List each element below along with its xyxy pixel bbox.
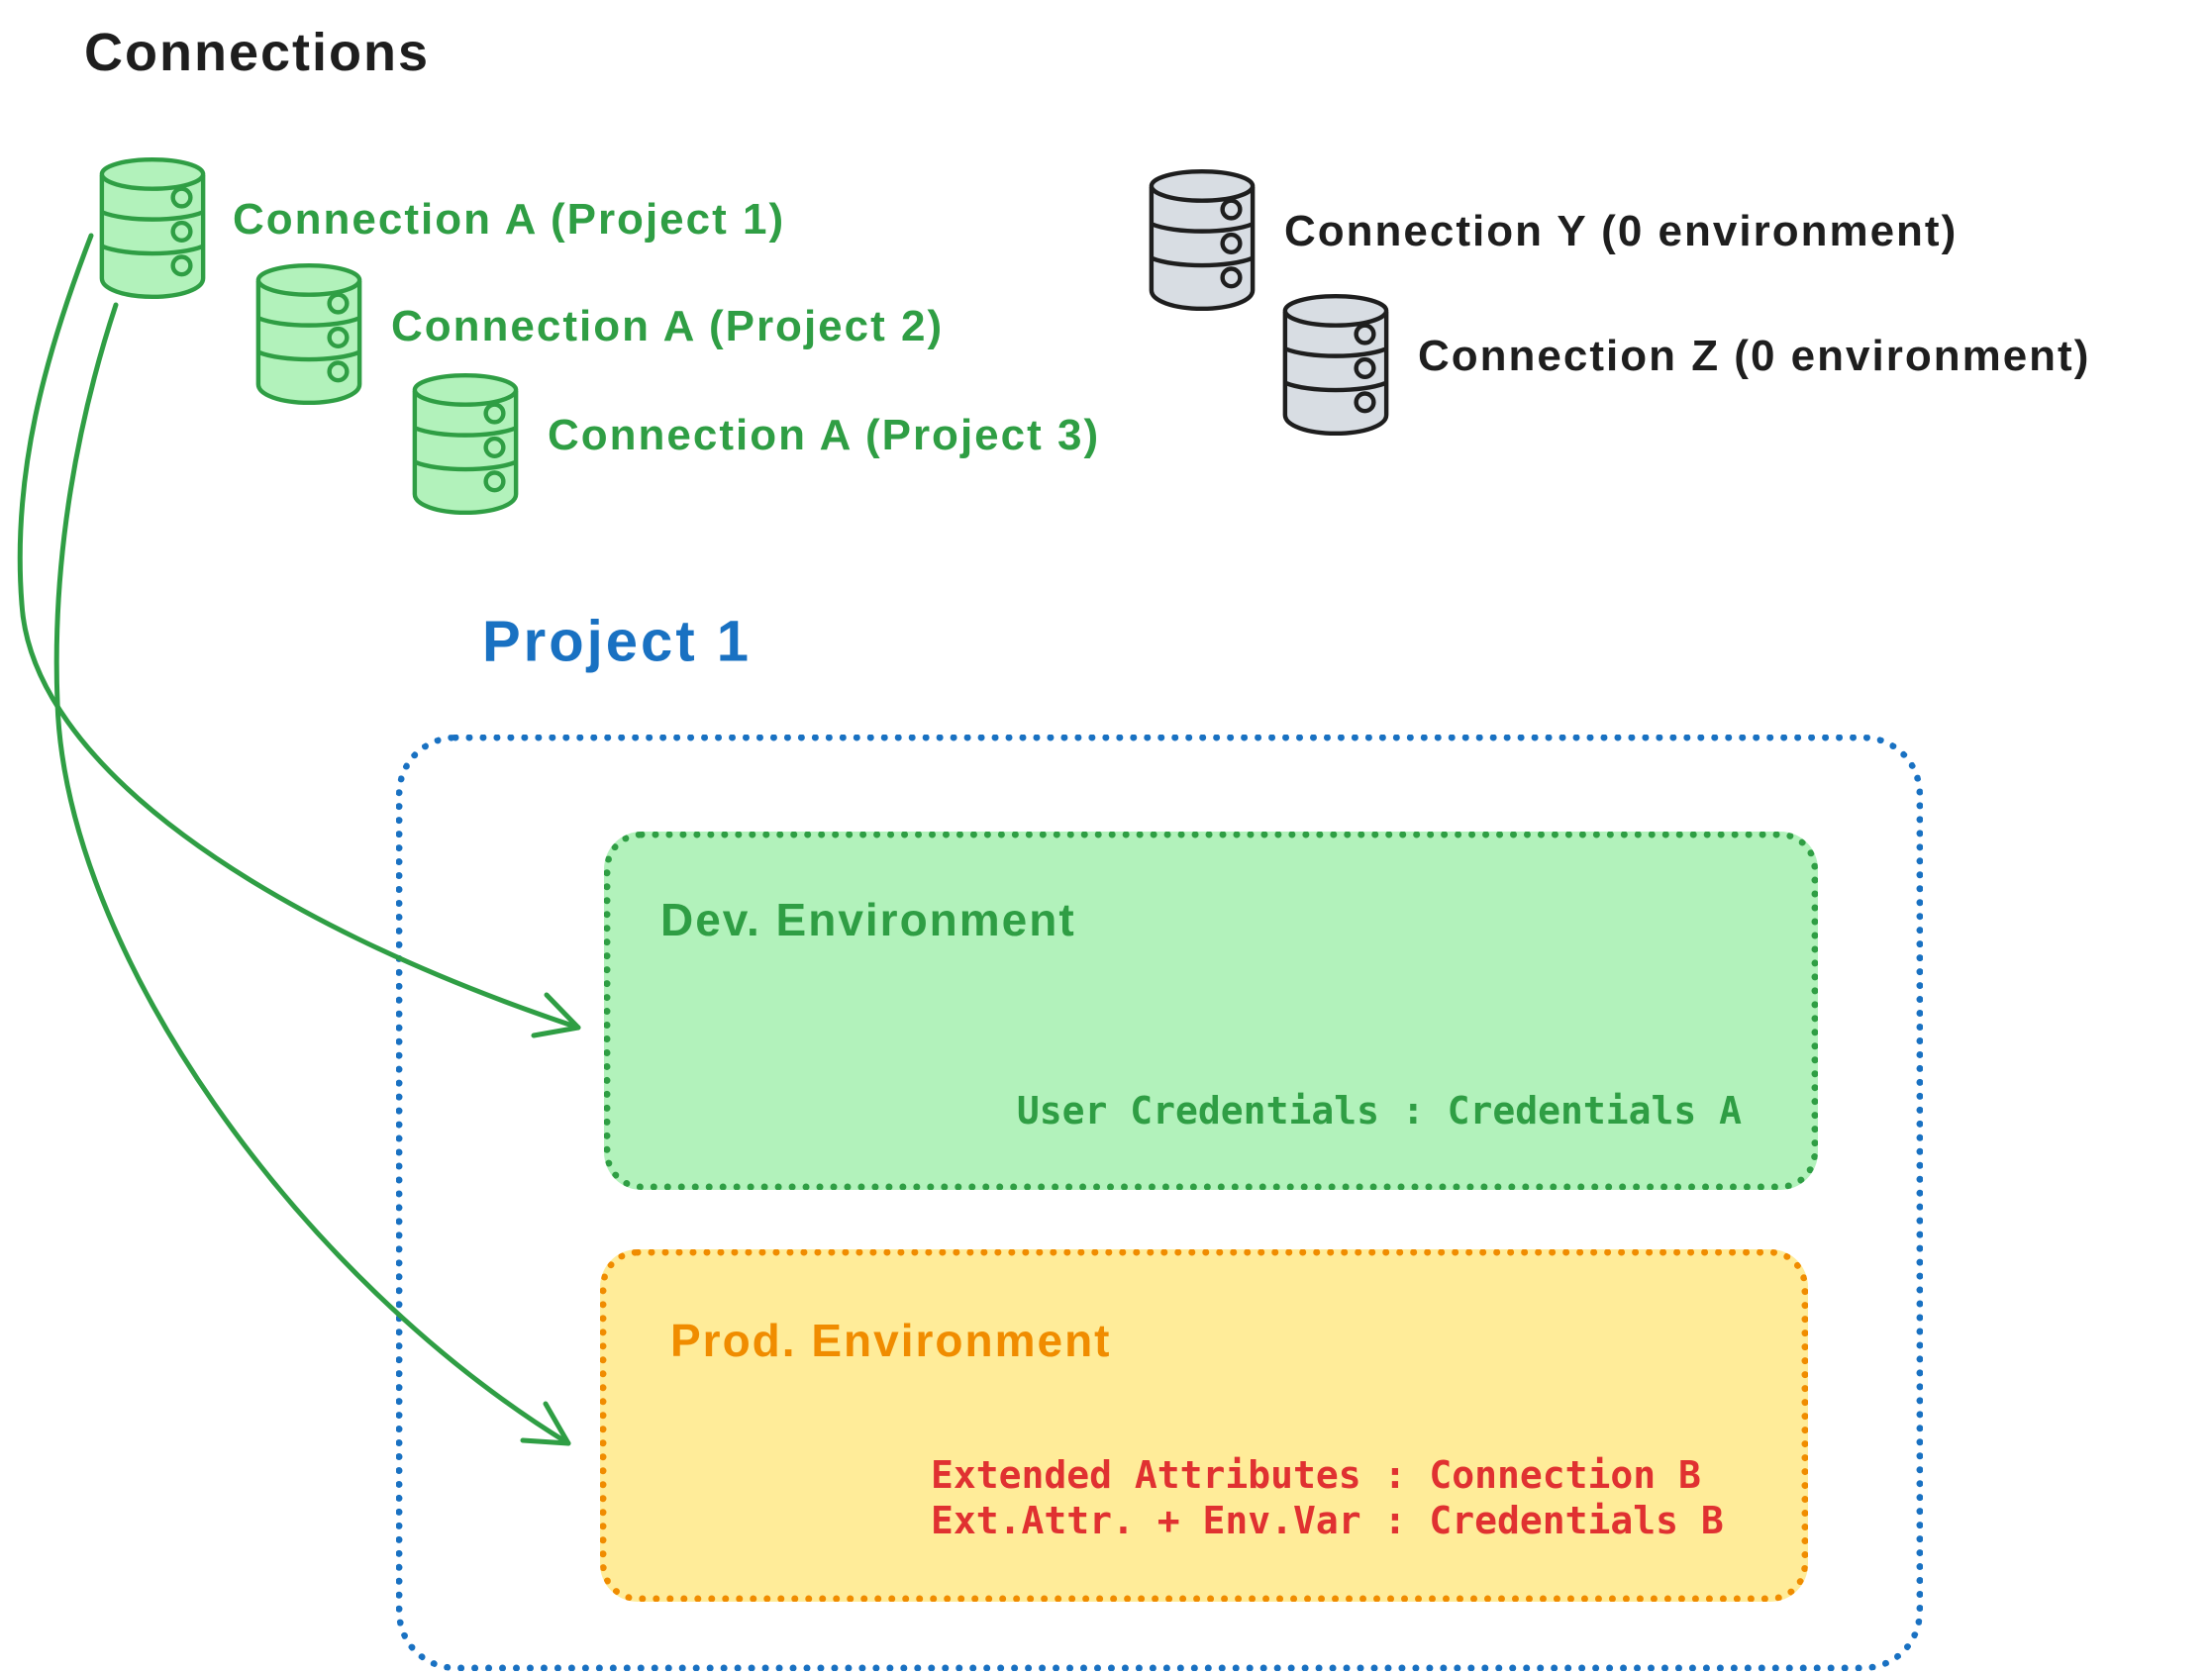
database-icon-connection-z: [1277, 290, 1394, 439]
prod-environment-title: Prod. Environment: [670, 1315, 1112, 1366]
project-1-title: Project 1: [482, 609, 752, 674]
database-icon-connection-a-project2: [251, 259, 367, 408]
dev-credential-mapping: User Credentials : Credentials A: [1016, 1089, 1742, 1132]
prod-mapping-line-1: Extended Attributes : Connection B: [931, 1453, 1701, 1497]
prod-mapping-line-2: Ext.Attr. + Env.Var : Credentials B: [931, 1499, 1724, 1542]
dev-environment-title: Dev. Environment: [660, 894, 1076, 945]
dev-environment-box: Dev. Environment User Credentials : Cred…: [604, 832, 1818, 1190]
connection-a-project1-label: Connection A (Project 1): [233, 195, 786, 244]
database-icon-connection-a-project1: [94, 153, 211, 302]
connection-a-project2-label: Connection A (Project 2): [391, 302, 945, 350]
database-icon-connection-a-project3: [407, 369, 524, 518]
connection-y-label: Connection Y (0 environment): [1284, 207, 1959, 255]
connection-a-project3-label: Connection A (Project 3): [548, 411, 1101, 459]
page-title: Connections: [84, 23, 431, 82]
database-icon-connection-y: [1144, 165, 1260, 314]
prod-environment-box: Prod. Environment Extended Attributes : …: [600, 1249, 1808, 1602]
connection-z-label: Connection Z (0 environment): [1418, 332, 2091, 380]
